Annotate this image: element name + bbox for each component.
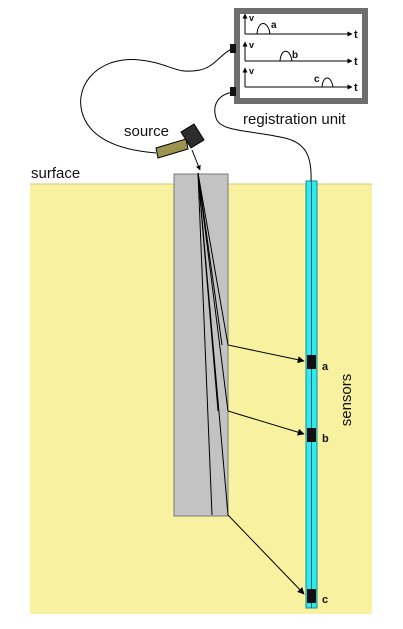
trace-c-t: t <box>354 82 358 94</box>
sensors-label: sensors <box>338 374 355 427</box>
hammer-icon <box>155 123 205 159</box>
trace-a-t: t <box>354 29 358 41</box>
trace-c <box>242 67 353 90</box>
registration-unit <box>230 8 368 104</box>
sensor-c-label: c <box>322 594 328 606</box>
impact-arrow <box>191 149 201 171</box>
source-label: source <box>124 123 169 140</box>
sensor-a-label: a <box>322 361 329 373</box>
sensor-cable <box>214 91 312 182</box>
trace-a-v: v <box>249 13 254 23</box>
sensor-b <box>307 428 316 442</box>
trace-b-v: v <box>249 40 254 50</box>
sensor-c <box>307 589 316 603</box>
trace-a <box>242 13 353 37</box>
sensor-b-label: b <box>322 433 329 445</box>
surface-label: surface <box>31 165 80 182</box>
registration-unit-label: registration unit <box>243 111 346 128</box>
trace-a-marker: a <box>271 20 277 31</box>
trace-b-marker: b <box>292 50 298 61</box>
ray-paths <box>197 172 305 595</box>
sensor-a <box>307 355 316 369</box>
source-cable <box>80 47 235 154</box>
trace-b <box>242 41 353 64</box>
pile-shaft <box>173 173 229 517</box>
trace-c-marker: c <box>314 74 320 85</box>
trace-b-t: t <box>354 56 358 68</box>
trace-c-v: v <box>249 66 254 76</box>
